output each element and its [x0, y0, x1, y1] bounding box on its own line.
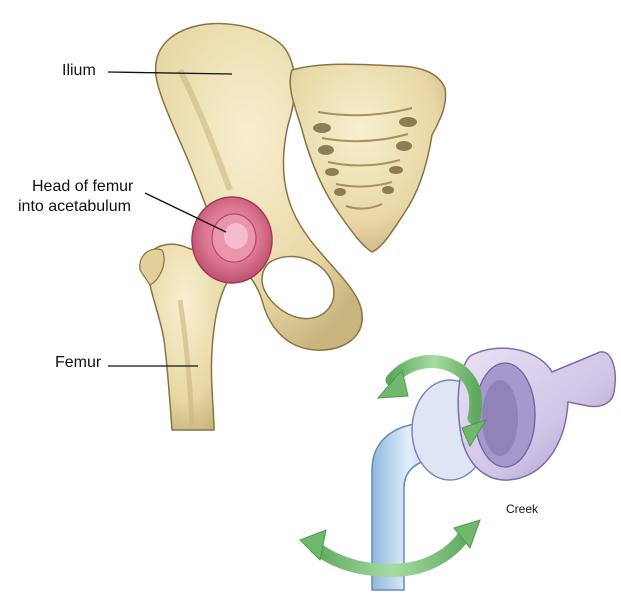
acetabulum-ring	[192, 197, 272, 283]
label-ilium: Ilium	[62, 62, 96, 80]
model-socket-cavity	[482, 380, 518, 456]
label-creek: Creek	[506, 500, 538, 518]
sacrum-bone	[290, 64, 445, 252]
label-head-of-femur-line2: into acetabulum	[18, 198, 131, 216]
label-femur: Femur	[55, 354, 101, 372]
label-head-of-femur-line1: Head of femur	[32, 178, 133, 196]
